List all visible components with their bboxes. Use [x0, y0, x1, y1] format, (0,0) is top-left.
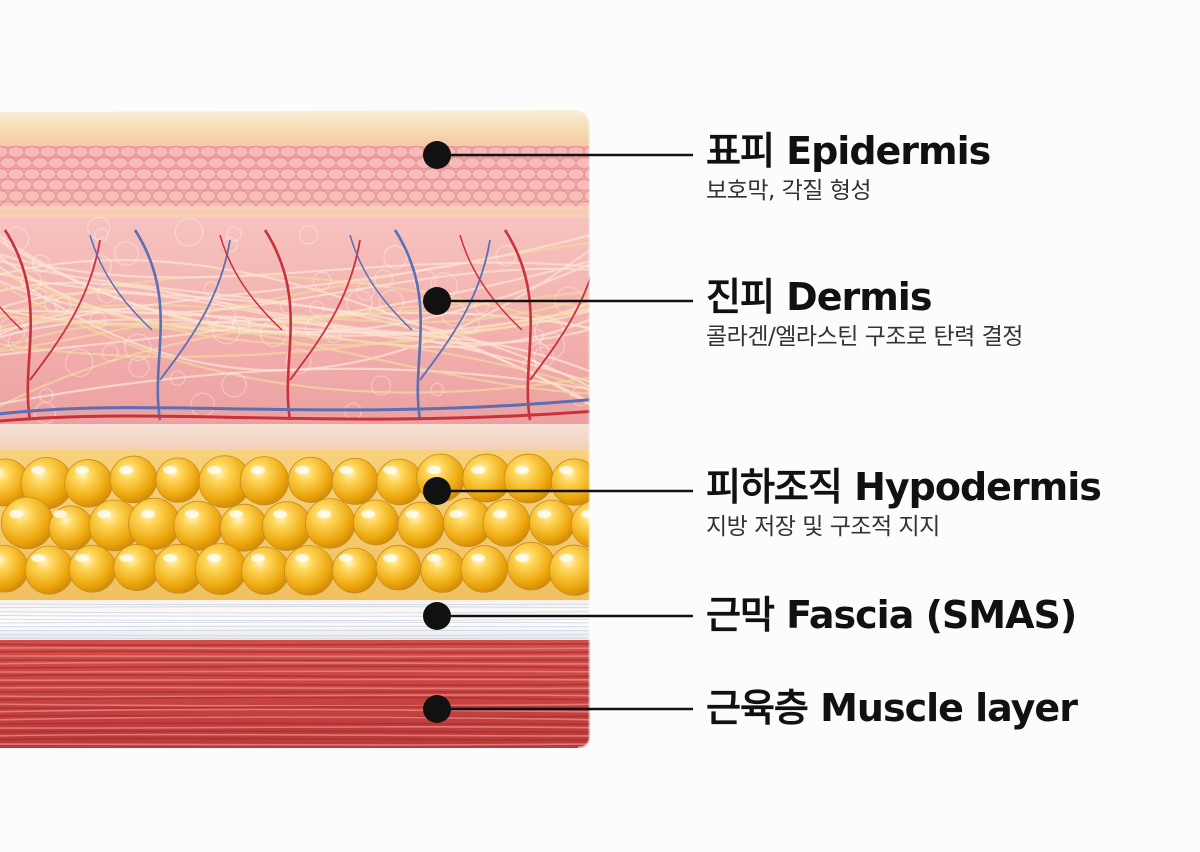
muscle-fibers	[0, 643, 590, 746]
leader-lines	[423, 141, 693, 723]
label-dermis-desc: 콜라겐/엘라스틴 구조로 탄력 결정	[706, 324, 1023, 350]
label-muscle: 근육층 Muscle layer	[706, 685, 1186, 731]
blood-vessels	[0, 229, 590, 424]
fat-cells	[0, 453, 590, 596]
label-epidermis-title: 표피 Epidermis	[706, 129, 991, 173]
label-epidermis-desc: 보호막, 각질 형성	[706, 178, 872, 204]
leader-dot-dermis	[423, 287, 451, 315]
label-hypodermis: 피하조직 Hypodermis 지방 저장 및 구조적 지지	[706, 464, 1186, 542]
label-fascia: 근막 Fascia (SMAS)	[706, 592, 1186, 638]
fascia-fibers	[0, 603, 590, 640]
leader-dot-hypodermis	[423, 477, 451, 505]
epidermis-cells	[0, 146, 590, 220]
skin-block	[0, 110, 590, 748]
epidermis-top-layer	[0, 110, 590, 148]
connective-band	[0, 424, 590, 454]
leader-dot-muscle	[423, 695, 451, 723]
label-muscle-title: 근육층 Muscle layer	[706, 686, 1078, 730]
label-hypodermis-desc: 지방 저장 및 구조적 지지	[706, 514, 940, 540]
label-dermis-title: 진피 Dermis	[706, 275, 932, 319]
block-edge	[577, 108, 592, 750]
leader-dot-fascia	[423, 602, 451, 630]
label-hypodermis-title: 피하조직 Hypodermis	[706, 465, 1102, 509]
muscle-layer	[0, 640, 590, 748]
leader-dot-epidermis	[423, 141, 451, 169]
label-fascia-title: 근막 Fascia (SMAS)	[706, 593, 1077, 637]
label-dermis: 진피 Dermis 콜라겐/엘라스틴 구조로 탄력 결정	[706, 274, 1186, 352]
label-epidermis: 표피 Epidermis 보호막, 각질 형성	[706, 128, 1186, 206]
